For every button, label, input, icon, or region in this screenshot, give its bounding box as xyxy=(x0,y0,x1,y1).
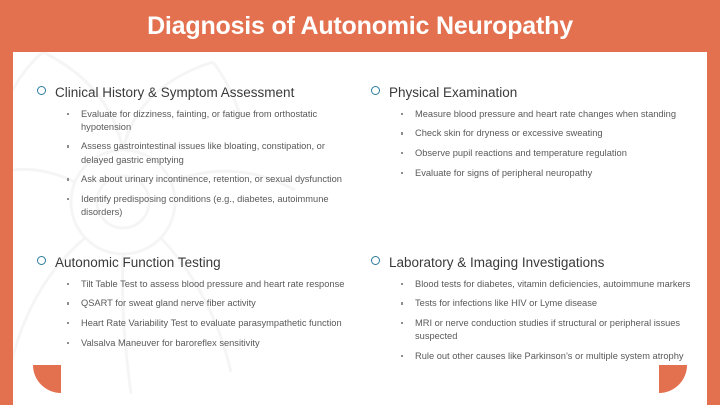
section-heading: Laboratory & Imaging Investigations xyxy=(371,255,691,271)
section-clinical-history: Clinical History & Symptom Assessment Ev… xyxy=(37,85,357,219)
ring-bullet-icon xyxy=(37,256,46,265)
bullet-list: Evaluate for dizziness, fainting, or fat… xyxy=(37,108,357,220)
section-title: Laboratory & Imaging Investigations xyxy=(389,255,605,270)
list-item: Observe pupil reactions and temperature … xyxy=(399,147,691,160)
orange-left-strip xyxy=(0,52,13,405)
orange-header-bar xyxy=(0,0,720,52)
section-heading: Clinical History & Symptom Assessment xyxy=(37,85,357,101)
ring-bullet-icon xyxy=(371,86,380,95)
section-physical-examination: Physical Examination Measure blood press… xyxy=(371,85,691,180)
section-title: Physical Examination xyxy=(389,85,518,100)
list-item: Identify predisposing conditions (e.g., … xyxy=(65,193,357,219)
bullet-list: Blood tests for diabetes, vitamin defici… xyxy=(371,278,691,363)
list-item: Rule out other causes like Parkinson’s o… xyxy=(399,350,691,363)
content-grid: Clinical History & Symptom Assessment Ev… xyxy=(13,52,707,405)
bullet-list: Tilt Table Test to assess blood pressure… xyxy=(37,278,357,350)
slide-body: Clinical History & Symptom Assessment Ev… xyxy=(13,52,707,405)
list-item: Measure blood pressure and heart rate ch… xyxy=(399,108,691,121)
section-title: Autonomic Function Testing xyxy=(55,255,221,270)
section-autonomic-function-testing: Autonomic Function Testing Tilt Table Te… xyxy=(37,255,357,350)
section-laboratory-imaging: Laboratory & Imaging Investigations Bloo… xyxy=(371,255,691,363)
list-item: Ask about urinary incontinence, retentio… xyxy=(65,173,357,186)
list-item: Blood tests for diabetes, vitamin defici… xyxy=(399,278,691,291)
section-heading: Autonomic Function Testing xyxy=(37,255,357,271)
section-heading: Physical Examination xyxy=(371,85,691,101)
list-item: Check skin for dryness or excessive swea… xyxy=(399,127,691,140)
list-item: Evaluate for signs of peripheral neuropa… xyxy=(399,167,691,180)
list-item: Heart Rate Variability Test to evaluate … xyxy=(65,317,357,330)
list-item: Tests for infections like HIV or Lyme di… xyxy=(399,297,691,310)
ring-bullet-icon xyxy=(37,86,46,95)
list-item: Tilt Table Test to assess blood pressure… xyxy=(65,278,357,291)
list-item: MRI or nerve conduction studies if struc… xyxy=(399,317,691,343)
section-title: Clinical History & Symptom Assessment xyxy=(55,85,295,100)
orange-right-strip xyxy=(707,52,720,405)
list-item: Valsalva Maneuver for baroreflex sensiti… xyxy=(65,337,357,350)
list-item: QSART for sweat gland nerve fiber activi… xyxy=(65,297,357,310)
page-title: Diagnosis of Autonomic Neuropathy xyxy=(147,11,573,40)
ring-bullet-icon xyxy=(371,256,380,265)
list-item: Assess gastrointestinal issues like bloa… xyxy=(65,140,357,166)
bullet-list: Measure blood pressure and heart rate ch… xyxy=(371,108,691,180)
list-item: Evaluate for dizziness, fainting, or fat… xyxy=(65,108,357,134)
